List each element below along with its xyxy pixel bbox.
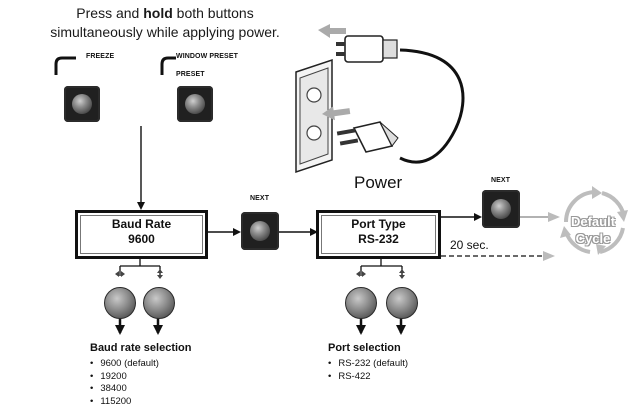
instruction-post: both buttons [172, 5, 254, 21]
timeout-label: 20 sec. [450, 238, 489, 252]
button-lens [491, 199, 511, 219]
wall-outlet-icon [295, 58, 333, 174]
port-knob-bracket [360, 254, 403, 276]
default-cycle-line-2: Cycle [575, 231, 611, 246]
baud-rate-title: Baud Rate [111, 217, 172, 231]
port-type-title: Port Type [351, 217, 406, 231]
baud-adjust-knob-left[interactable] [104, 287, 136, 319]
list-item: RS-232 (default) [328, 358, 408, 371]
baud-selection-list: 9600 (default) 19200 38400 115200 [90, 358, 191, 408]
preset-label: PRESET [176, 71, 205, 78]
button-lens [250, 221, 270, 241]
baud-selection-title: Baud rate selection [90, 342, 192, 354]
instruction-line-2: simultaneously while applying power. [50, 24, 280, 40]
preset-button[interactable] [177, 86, 213, 122]
list-item: 19200 [90, 371, 191, 384]
baud-selection-block: Baud rate selection 9600 (default) 19200… [90, 342, 191, 408]
port-selection-title: Port selection [328, 342, 401, 354]
next-label-2: NEXT [491, 177, 511, 184]
freeze-bracket [54, 56, 76, 75]
insert-arrow-icon [318, 24, 351, 121]
instruction-bold: hold [143, 5, 173, 21]
next-label-1: NEXT [250, 195, 270, 202]
list-item: RS-422 [328, 371, 408, 384]
port-adjust-knob-left[interactable] [345, 287, 377, 319]
window-preset-label: WINDOW PRESET [176, 53, 238, 60]
list-item: 9600 (default) [90, 358, 191, 371]
port-adjust-knob-right[interactable] [386, 287, 418, 319]
default-cycle-label: Default Cycle [561, 213, 625, 247]
next-button-1[interactable] [241, 212, 279, 250]
window-preset-bracket [160, 56, 176, 75]
cycle-arrowheads [560, 186, 628, 255]
default-cycle-line-1: Default [570, 214, 616, 229]
list-item: 38400 [90, 383, 191, 396]
baud-knob-bracket [119, 254, 161, 276]
baud-rate-box: Baud Rate 9600 [75, 210, 208, 259]
instruction-line-1: Press and hold both buttons [0, 4, 330, 23]
list-item: 115200 [90, 396, 191, 409]
port-selection-list: RS-232 (default) RS-422 [328, 358, 408, 383]
port-type-value: RS-232 [358, 232, 399, 246]
rotate-vertical-icon [157, 269, 163, 279]
button-lens [185, 94, 205, 114]
freeze-label: FREEZE [86, 53, 115, 60]
power-label: Power [354, 173, 403, 192]
instruction-pre: Press and [76, 5, 144, 21]
port-selection-block: Port selection RS-232 (default) RS-422 [328, 342, 408, 383]
instruction-text: Press and hold both buttons simultaneous… [0, 4, 330, 42]
next-button-2[interactable] [482, 190, 520, 228]
rotate-horizontal-icon [115, 271, 125, 277]
baud-rate-value: 9600 [128, 232, 155, 246]
baud-adjust-knob-right[interactable] [143, 287, 175, 319]
freeze-button[interactable] [64, 86, 100, 122]
rotate-horizontal-icon [356, 271, 366, 277]
power-cord-icon [336, 35, 465, 164]
port-type-box: Port Type RS-232 [316, 210, 441, 259]
button-lens [72, 94, 92, 114]
rotate-vertical-icon [399, 269, 405, 279]
